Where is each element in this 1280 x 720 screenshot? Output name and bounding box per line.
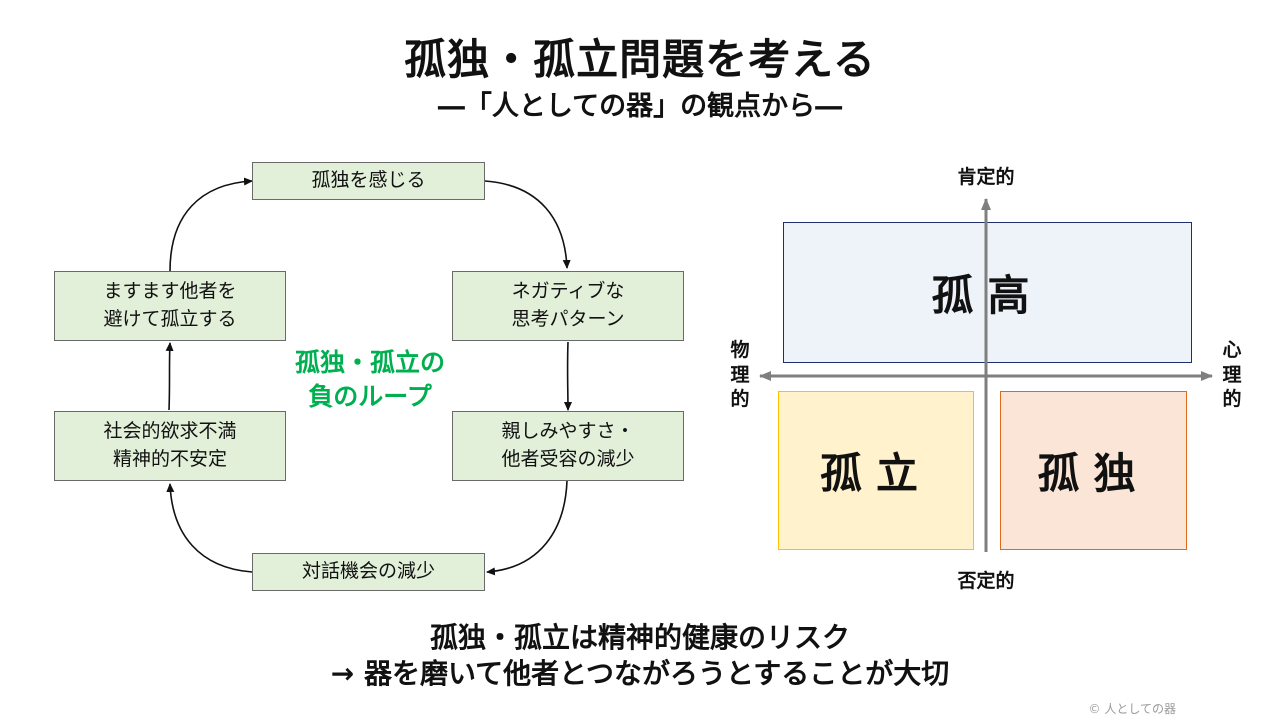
loop-box-left-lower: 社会的欲求不満 精神的不安定: [54, 411, 286, 481]
arrow-right-to-bottom: [486, 480, 568, 576]
copyright-text: © 人としての器: [1088, 702, 1176, 716]
quadrant-bottom-left: 孤立: [778, 391, 974, 550]
axis-label-left: 物 理 的: [730, 339, 750, 411]
axis-label-right: 心 理 的: [1222, 339, 1242, 411]
page-title: 孤独・孤立問題を考える: [404, 35, 876, 84]
loop-box-right-upper: ネガティブな 思考パターン: [452, 271, 684, 341]
conclusion-line-1: 孤独・孤立は精神的健康のリスク: [429, 621, 850, 654]
loop-box-bottom: 対話機会の減少: [252, 553, 485, 591]
arrow-bottom-to-left: [166, 483, 253, 573]
axis-label-bottom: 否定的: [957, 570, 1015, 592]
arrow-left-to-top: [169, 177, 253, 272]
loop-box-left-upper: ますます他者を 避けて孤立する: [54, 271, 286, 341]
arrow-top-to-right: [484, 180, 571, 269]
page-subtitle: ―「人としての器」の観点から―: [437, 91, 843, 122]
conclusion-line-2: → 器を磨いて他者とつながろうとすることが大切: [330, 657, 950, 690]
arrow-left-lower-to-upper: [165, 342, 174, 411]
axis-label-top: 肯定的: [957, 166, 1015, 188]
loop-box-top: 孤独を感じる: [252, 162, 485, 200]
quadrant-bottom-right: 孤独: [1000, 391, 1187, 550]
loop-center-label: 孤独・孤立の 負のループ: [294, 348, 445, 411]
loop-box-right-lower: 親しみやすさ・ 他者受容の減少: [452, 411, 684, 481]
